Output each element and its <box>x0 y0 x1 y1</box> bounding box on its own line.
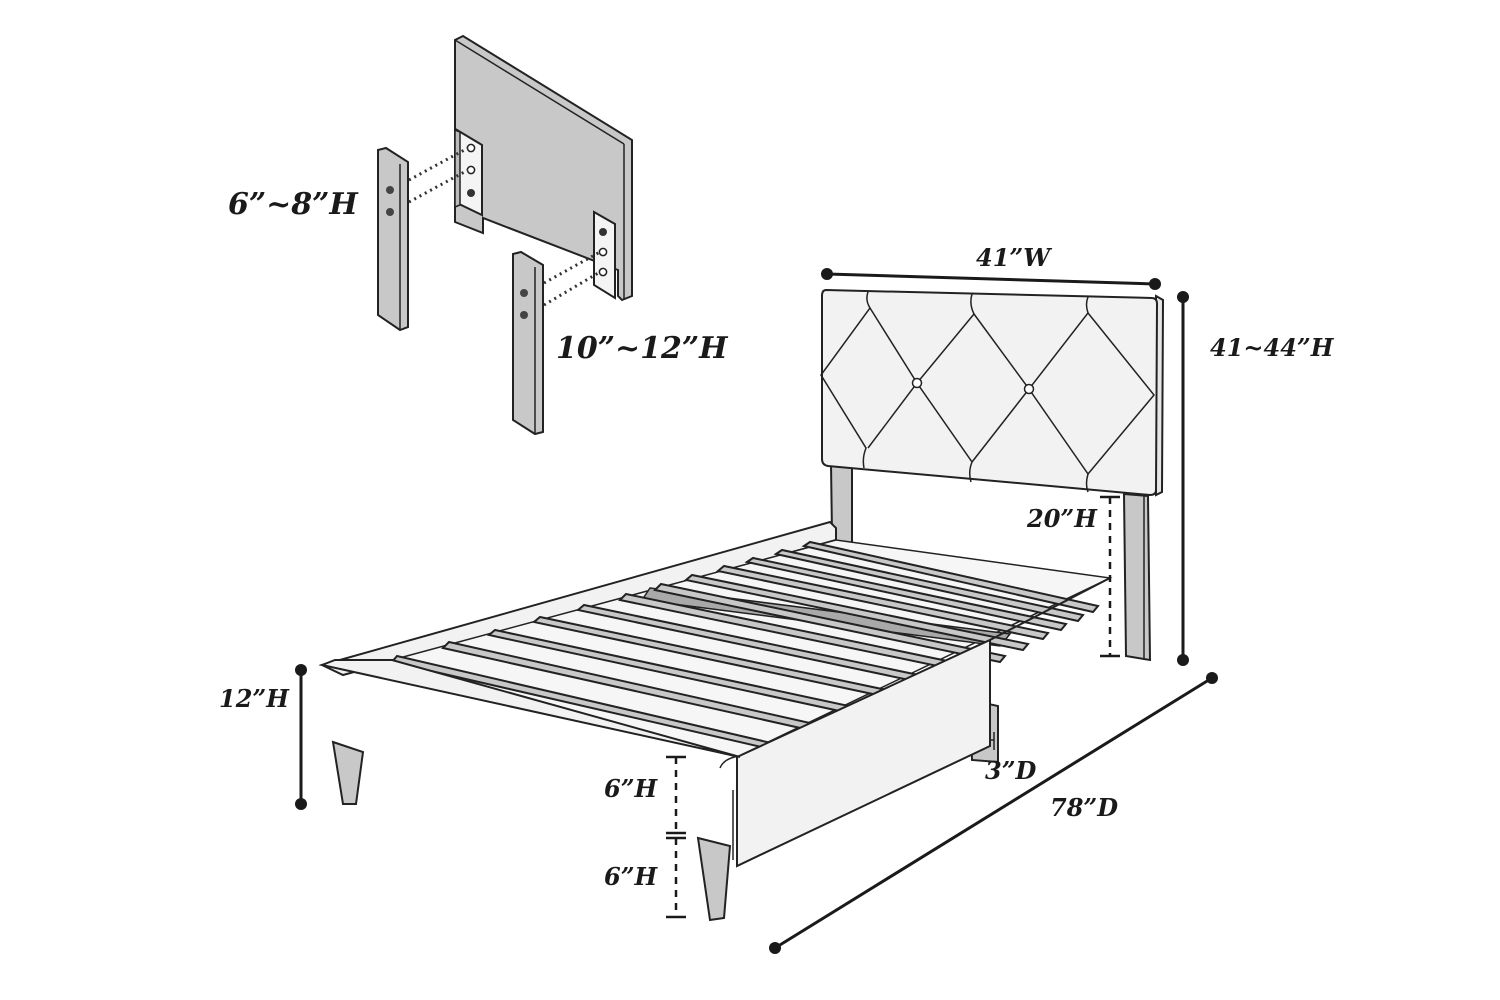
headboard-clearance-label: 20”H <box>1026 504 1098 533</box>
headboard-clearance-dimension: 20”H <box>1026 495 1120 658</box>
short-leg-height-label: 6”~8”H <box>228 187 359 222</box>
total-height-label: 41~44”H <box>1210 333 1335 362</box>
far-side-rail <box>319 520 837 677</box>
slat-row <box>390 540 1100 759</box>
bed-slats <box>389 539 1113 759</box>
short-headboard-leg <box>377 146 409 332</box>
rail-and-leg-dimension: 6”H 6”H <box>604 755 686 919</box>
assembly-guide-lines <box>408 146 601 307</box>
headboard-panel <box>454 34 633 302</box>
center-leg-depth-dimension: 3”D <box>985 756 1037 785</box>
headboard <box>820 288 1165 497</box>
length-dimension: 78”D <box>769 672 1218 954</box>
width-dimension: 41”W <box>821 243 1161 290</box>
foot-rail <box>318 659 741 769</box>
exploded-headboard-assembly: 6”~8”H 10”~12”H <box>228 34 729 436</box>
center-leg-depth-label: 3”D <box>985 756 1037 785</box>
bed-height-label: 12”H <box>219 684 290 713</box>
long-leg-height-label: 10”~12”H <box>556 331 729 366</box>
length-label: 78”D <box>1050 793 1118 822</box>
tufting-pattern <box>820 291 1155 493</box>
assembled-bed: 41”W 41~44”H 20”H 12”H <box>219 243 1335 954</box>
left-bracket <box>454 128 483 217</box>
rail-height-label: 6”H <box>604 774 659 803</box>
headboard-width-label: 41”W <box>976 243 1052 272</box>
leg-height-label: 6”H <box>604 862 659 891</box>
bed-legs <box>331 740 732 922</box>
long-headboard-leg <box>512 250 544 436</box>
bed-height-dimension: 12”H <box>219 664 307 810</box>
right-bracket <box>593 210 616 300</box>
total-height-dimension: 41~44”H <box>1177 291 1335 666</box>
